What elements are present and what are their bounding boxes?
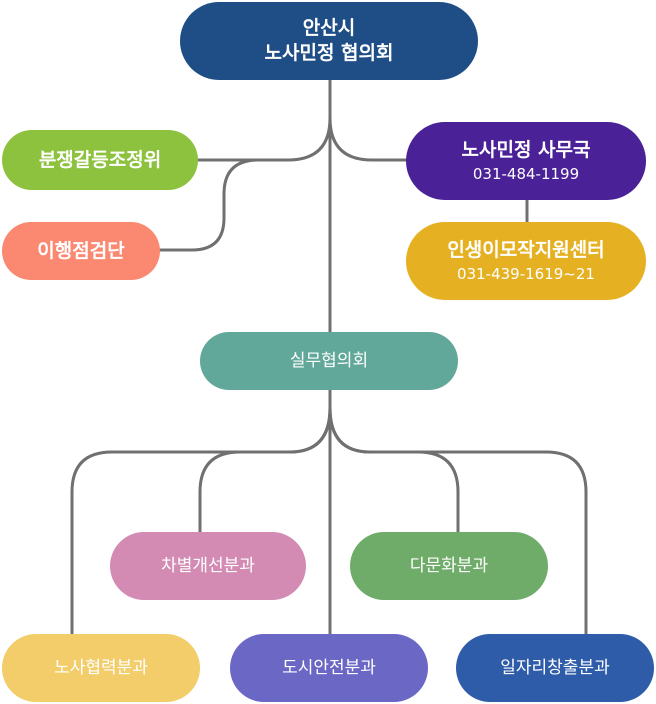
connector-to-inspection [158, 158, 259, 252]
council-title-line2: 노사민정 협의회 [264, 42, 394, 64]
inspection-team-label: 이행점검단 [37, 239, 125, 262]
labor-cooperation-subcommittee-node: 노사협력분과 [2, 634, 200, 702]
secretariat-phone: 031-484-1199 [472, 164, 580, 183]
dispute-committee-label: 분쟁갈등조정위 [38, 148, 162, 171]
connector-to-jobs [328, 407, 588, 634]
multicultural-subcommittee-label: 다문화분과 [409, 555, 489, 576]
connector-to-dispute [196, 117, 332, 162]
discrimination-subcommittee-label: 차별개선분과 [161, 555, 255, 576]
secretariat-node: 노사민정 사무국 031-484-1199 [406, 122, 646, 200]
job-creation-subcommittee-node: 일자리창출분과 [456, 634, 654, 702]
secretariat-label: 노사민정 사무국 [461, 138, 591, 161]
urban-safety-subcommittee-node: 도시안전분과 [230, 634, 428, 702]
connector-to-multicultural [328, 407, 460, 532]
second-career-center-node: 인생이모작지원센터 031-439-1619~21 [406, 222, 646, 300]
second-career-center-phone: 031-439-1619~21 [457, 264, 595, 283]
urban-safety-subcommittee-label: 도시안전분과 [282, 657, 376, 678]
working-council-label: 실무협의회 [289, 350, 369, 371]
labor-cooperation-subcommittee-label: 노사협력분과 [54, 657, 148, 678]
connector-to-discrimination [198, 407, 332, 532]
discrimination-subcommittee-node: 차별개선분과 [110, 532, 306, 600]
second-career-center-label: 인생이모작지원센터 [447, 238, 605, 261]
connector-to-secretariat [328, 117, 408, 162]
job-creation-subcommittee-label: 일자리창출분과 [500, 657, 610, 678]
dispute-committee-node: 분쟁갈등조정위 [2, 130, 198, 190]
inspection-team-node: 이행점검단 [2, 222, 160, 280]
multicultural-subcommittee-node: 다문화분과 [350, 532, 548, 600]
council-node: 안산시 노사민정 협의회 [180, 2, 478, 80]
council-title-line1: 안산시 [302, 17, 356, 40]
working-council-node: 실무협의회 [200, 332, 458, 390]
